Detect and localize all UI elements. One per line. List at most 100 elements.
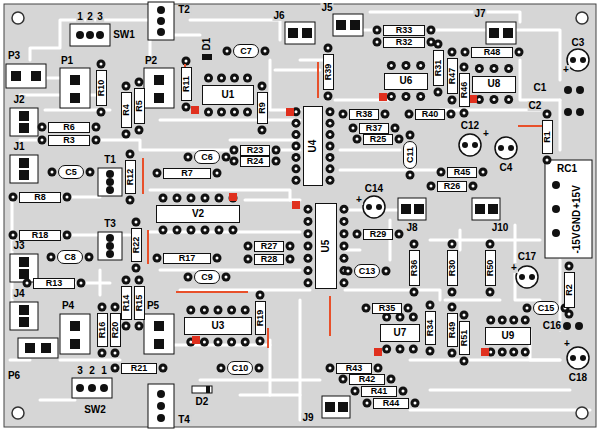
capacitor-pad bbox=[570, 57, 576, 63]
resistor-body: R13 bbox=[33, 278, 75, 289]
resistor-body: R22 bbox=[131, 228, 142, 262]
component-pad bbox=[448, 303, 457, 312]
component-label: C15 bbox=[538, 304, 555, 313]
component-pad bbox=[272, 146, 281, 155]
component-pad bbox=[498, 316, 507, 325]
connector-pad bbox=[338, 402, 348, 412]
silkscreen-label: +15V bbox=[572, 184, 582, 210]
pad-hole bbox=[568, 313, 571, 316]
component-label: R15 bbox=[135, 295, 144, 312]
resistor-body: R3 bbox=[48, 135, 90, 146]
resistor-body: R10 bbox=[96, 70, 107, 106]
resistor-body: R23 bbox=[240, 145, 270, 156]
pad-hole bbox=[66, 234, 69, 237]
pad-hole bbox=[247, 258, 250, 261]
pad-hole bbox=[204, 197, 207, 200]
component-pad bbox=[509, 316, 518, 325]
copper-trace bbox=[559, 260, 562, 330]
pad-hole bbox=[463, 360, 466, 363]
connector-pad bbox=[106, 178, 114, 186]
pad-hole bbox=[451, 291, 454, 294]
component-pad bbox=[126, 150, 135, 159]
connector-outline bbox=[333, 14, 363, 36]
silkscreen-label: J4 bbox=[12, 289, 25, 299]
component-pad bbox=[427, 26, 436, 35]
connector-pad bbox=[154, 321, 164, 331]
silkscreen-label: C4 bbox=[499, 163, 514, 173]
component-pad bbox=[48, 168, 57, 177]
connector-pad bbox=[157, 17, 165, 25]
capacitor-pad bbox=[519, 274, 525, 280]
silkscreen-label: + bbox=[563, 339, 571, 349]
copper-trace bbox=[160, 269, 300, 272]
capacitor-body: C13 bbox=[354, 264, 380, 278]
component-pad bbox=[382, 345, 391, 354]
ic-body: U7 bbox=[380, 324, 420, 342]
connector-outline bbox=[10, 155, 38, 183]
pad-hole bbox=[204, 229, 207, 232]
component-pad bbox=[153, 254, 162, 263]
component-pad bbox=[448, 349, 457, 358]
component-pad bbox=[339, 110, 348, 119]
pad-hole bbox=[307, 281, 310, 284]
pad-hole bbox=[385, 270, 388, 273]
component-pad bbox=[222, 153, 231, 162]
component-pad bbox=[437, 168, 446, 177]
pad-hole bbox=[185, 106, 188, 109]
component-pad bbox=[490, 95, 499, 104]
component-pad bbox=[85, 253, 94, 262]
component-pad bbox=[504, 95, 513, 104]
pad-hole bbox=[343, 208, 346, 211]
connector-outline bbox=[545, 160, 592, 258]
component-pad bbox=[135, 78, 144, 87]
pad-hole bbox=[327, 47, 330, 50]
pad-hole bbox=[329, 145, 332, 148]
component-label: C13 bbox=[359, 267, 376, 276]
pad-hole bbox=[101, 352, 104, 355]
component-pad bbox=[340, 278, 349, 287]
pad-hole bbox=[89, 171, 92, 174]
component-pad bbox=[256, 337, 265, 346]
electrolytic-capacitor bbox=[363, 196, 385, 218]
pad-hole bbox=[390, 95, 393, 98]
capacitor-pad bbox=[580, 57, 586, 63]
connector-outline bbox=[148, 384, 174, 428]
pad-hole bbox=[217, 341, 220, 344]
component-pad bbox=[214, 306, 223, 315]
pad-hole bbox=[125, 325, 128, 328]
connector-pad bbox=[401, 204, 411, 214]
pad-hole bbox=[524, 351, 527, 354]
component-pad bbox=[565, 262, 574, 271]
pad-hole bbox=[295, 110, 298, 113]
resistor-body: R17 bbox=[163, 253, 211, 264]
pad-hole bbox=[450, 113, 453, 116]
component-pad bbox=[229, 226, 238, 235]
component-pad bbox=[409, 345, 418, 354]
capacitor-body: C9 bbox=[194, 270, 220, 284]
pad-hole bbox=[100, 111, 103, 114]
pad-hole bbox=[385, 348, 388, 351]
pad-hole bbox=[365, 307, 368, 310]
component-pad bbox=[135, 322, 144, 331]
pad-hole bbox=[244, 341, 247, 344]
connector-pad bbox=[350, 20, 360, 30]
pin1-marker bbox=[229, 193, 237, 201]
pad-hole bbox=[489, 351, 492, 354]
wire-jumper bbox=[147, 230, 149, 264]
silkscreen-label: 1 bbox=[100, 366, 108, 376]
electrolytic-capacitor bbox=[567, 347, 589, 369]
connector-pad bbox=[475, 204, 485, 214]
pad-hole bbox=[114, 352, 117, 355]
component-pad bbox=[9, 193, 18, 202]
resistor-body: R43 bbox=[336, 363, 372, 374]
copper-trace bbox=[299, 300, 302, 420]
copper-trace bbox=[270, 60, 300, 110]
connector-pad bbox=[157, 28, 165, 36]
pad-hole bbox=[307, 257, 310, 260]
component-pad bbox=[326, 107, 335, 116]
pad-hole bbox=[451, 306, 454, 309]
pad-hole bbox=[489, 243, 492, 246]
component-pad bbox=[222, 273, 231, 282]
pad-hole bbox=[343, 281, 346, 284]
pad-hole bbox=[218, 229, 221, 232]
